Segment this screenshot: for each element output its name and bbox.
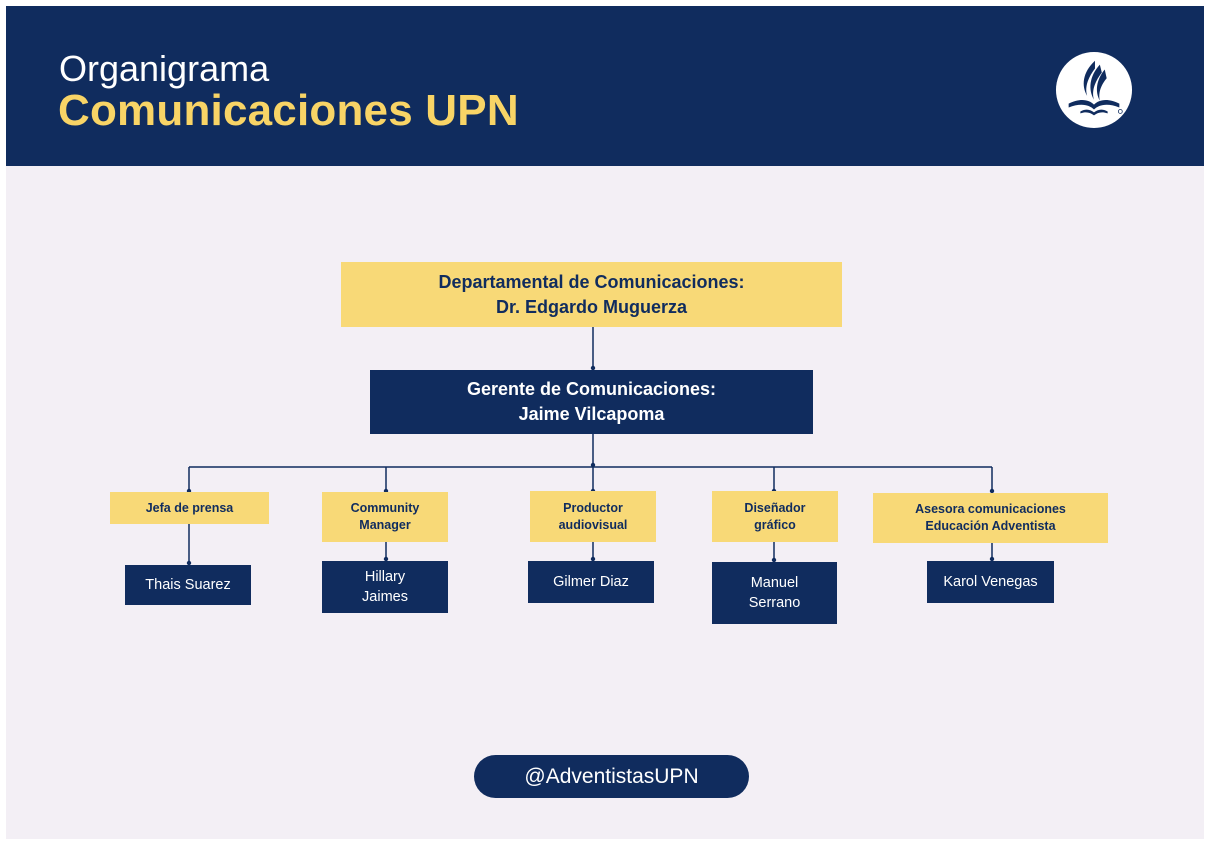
page-canvas: Organigrama Comunicaciones UPN [6,6,1204,839]
role-box-press-chief: Jefa de prensa [110,492,269,524]
role-box-community-manager: Community Manager [322,492,448,542]
role-box-graphic-designer: Diseñador gráfico [712,491,838,542]
role-box-education-advisor: Asesora comunicaciones Educación Adventi… [873,493,1108,543]
social-handle-text: @AdventistasUPN [524,764,699,788]
manager-label: Gerente de Comunicaciones: Jaime Vilcapo… [466,379,717,424]
department-head-box: Departamental de Comunicaciones: Dr. Edg… [341,262,842,327]
role-box-audiovisual-producer: Productor audiovisual [530,491,656,542]
person-name: Thais Suarez [145,577,231,593]
person-box-karol-venegas: Karol Venegas [927,561,1054,603]
role-label: Asesora comunicaciones Educación Adventi… [915,502,1066,533]
role-label: Productor audiovisual [558,500,628,532]
adventist-flame-logo-icon [1055,51,1133,129]
social-handle-badge: @AdventistasUPN [474,755,749,798]
person-name: Hillary Jaimes [362,569,408,605]
person-name: Manuel Serrano [748,575,801,611]
person-box-thais-suarez: Thais Suarez [125,565,251,605]
manager-box: Gerente de Comunicaciones: Jaime Vilcapo… [370,370,813,434]
role-label: Jefa de prensa [145,500,234,515]
role-label: Diseñador gráfico [744,500,806,532]
header-title: Comunicaciones UPN [58,86,519,135]
header-banner: Organigrama Comunicaciones UPN [6,6,1204,166]
person-name: Gilmer Diaz [553,574,629,590]
header-kicker: Organigrama [59,48,270,89]
person-box-manuel-serrano: Manuel Serrano [712,562,837,624]
person-box-gilmer-diaz: Gilmer Diaz [528,561,654,603]
person-box-hillary-jaimes: Hillary Jaimes [322,561,448,613]
role-label: Community Manager [350,501,420,532]
person-name: Karol Venegas [943,574,1038,590]
department-head-label: Departamental de Comunicaciones: Dr. Edg… [438,271,745,317]
